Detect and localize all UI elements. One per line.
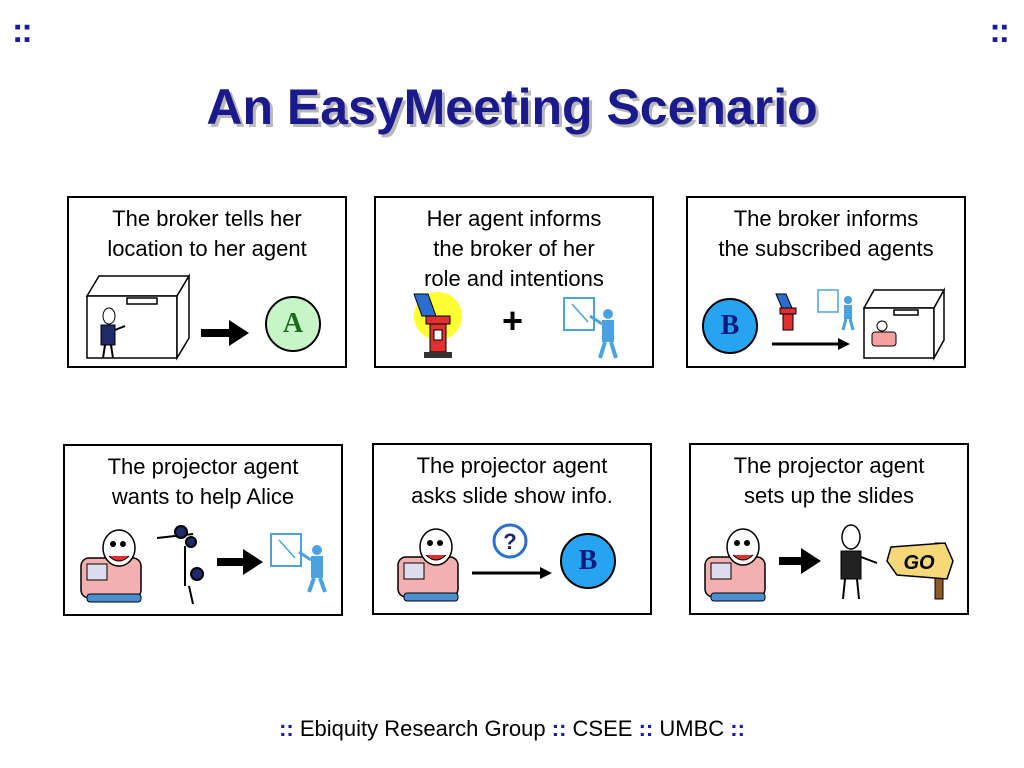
panel-projector-sets-slides: The projector agent sets up the slides G… <box>689 443 969 615</box>
person-icon <box>840 524 878 600</box>
arrow-right-icon <box>472 567 552 579</box>
agent-a-badge: A <box>265 296 321 352</box>
projector-icon <box>80 529 142 603</box>
footer-separator: :: <box>730 716 745 741</box>
climbing-figures-icon <box>156 525 204 605</box>
question-bubble-icon: ? <box>492 523 528 559</box>
footer-group: Ebiquity Research Group <box>299 716 546 741</box>
presenter-icon <box>563 297 618 359</box>
question-mark: ? <box>503 529 516 554</box>
arrow-right-icon <box>217 549 263 575</box>
plus-sign: + <box>502 300 524 341</box>
footer-separator: :: <box>551 716 567 741</box>
agent-b-badge: B <box>702 298 758 354</box>
panel-caption: Her agent informs the broker of her role… <box>424 206 604 291</box>
person-icon <box>100 307 126 359</box>
setup-illustration: GO <box>704 524 954 602</box>
helping-illustration <box>80 525 327 605</box>
panel-agent-informs-broker: Her agent informs the broker of her role… <box>374 196 654 368</box>
corner-decoration-left: :: <box>12 12 33 50</box>
presenter-icon <box>270 533 327 593</box>
go-sign-icon: GO <box>886 542 954 600</box>
broadcast-illustration <box>772 287 946 361</box>
panel-caption: The broker informs the subscribed agents <box>718 206 934 261</box>
projector-icon <box>704 528 766 602</box>
footer-separator: :: <box>279 716 294 741</box>
room-illustration <box>85 273 249 361</box>
podium-icon <box>775 293 797 331</box>
podium-illustration <box>413 292 618 359</box>
slide-title: An EasyMeeting Scenario <box>206 79 818 135</box>
presenter-icon <box>817 289 855 331</box>
agent-b-badge: B <box>560 533 616 589</box>
room-icon <box>85 273 191 361</box>
footer-dept: CSEE <box>572 716 633 741</box>
footer: :: Ebiquity Research Group :: CSEE :: UM… <box>0 716 1024 742</box>
podium-icon <box>413 292 462 358</box>
projector-icon <box>871 320 897 347</box>
footer-separator: :: <box>638 716 654 741</box>
corner-decoration-right: :: <box>989 12 1010 50</box>
panel-projector-asks-info: The projector agent asks slide show info… <box>372 443 652 615</box>
panel-caption: The broker tells her location to her age… <box>107 206 307 261</box>
arrow-right-icon <box>772 338 850 350</box>
room-icon <box>862 287 946 361</box>
panel-projector-wants-help: The projector agent wants to help Alice <box>63 444 343 616</box>
panel-caption: The projector agent asks slide show info… <box>411 453 613 508</box>
arrow-right-icon <box>779 548 821 574</box>
panel-broker-informs-agents: The broker informs the subscribed agents <box>686 196 966 368</box>
asking-illustration: ? <box>397 523 552 602</box>
projector-icon <box>397 528 459 602</box>
footer-univ: UMBC <box>659 716 725 741</box>
arrow-right-icon <box>201 320 249 346</box>
panel-caption: The projector agent wants to help Alice <box>107 454 299 509</box>
panel-broker-tells-location: The broker tells her location to her age… <box>67 196 347 368</box>
panel-caption: The projector agent sets up the slides <box>733 453 925 508</box>
go-sign-text: GO <box>903 552 935 574</box>
